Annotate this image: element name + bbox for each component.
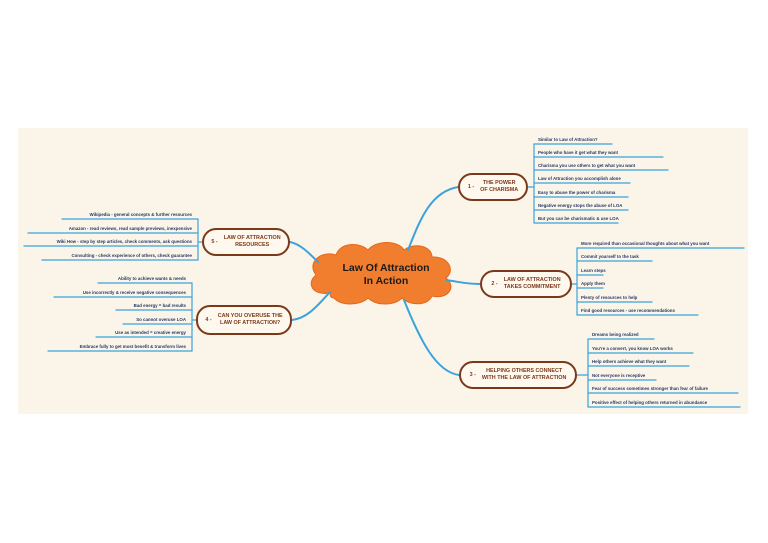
leaf-topic[interactable]: Law of Attraction you accomplish alone <box>538 176 621 181</box>
leaf-topic[interactable]: Help others achieve what they want <box>592 359 667 364</box>
leaf-topic[interactable]: More required than occasional thoughts a… <box>581 241 710 246</box>
branch-loa-resources[interactable]: 5 - LAW OF ATTRACTION RESOURCES <box>202 228 290 256</box>
central-topic-shape[interactable] <box>310 242 452 305</box>
leaf-topic[interactable]: Easy to abuse the power of charisma <box>538 190 616 195</box>
branch-number: 3 - <box>469 371 476 378</box>
connector-group <box>23 143 745 408</box>
central-topic[interactable]: Law Of Attraction In Action <box>318 259 454 291</box>
branch-label-line: THE POWER <box>482 180 516 187</box>
branch-takes-commitment[interactable]: 2 - LAW OF ATTRACTION TAKES COMMITMENT <box>480 270 572 298</box>
branch-label-line: LAW OF ATTRACTION <box>223 235 281 242</box>
branch-power-of-charisma[interactable]: 1 - THE POWER OF CHARISMA <box>458 173 528 201</box>
branch-number: 1 - <box>467 183 475 190</box>
branch-helping-others-connect[interactable]: 3 - HELPING OTHERS CONNECT WITH THE LAW … <box>459 361 577 389</box>
branch-label-line: TAKES COMMITMENT <box>503 284 561 290</box>
leaf-topic[interactable]: Fear of success sometimes stronger than … <box>592 386 708 391</box>
connector-to-branch-3 <box>403 299 460 376</box>
connector-to-branch-4 <box>291 291 331 321</box>
leaf-topic[interactable]: Not everyone is receptive <box>592 373 646 378</box>
leaf-topic[interactable]: Similar to Law of Attraction? <box>538 137 598 142</box>
leaf-topic[interactable]: Dreams being realized <box>592 332 639 337</box>
branch-label-line: LAW OF ATTRACTION? <box>220 320 281 326</box>
leaf-topic[interactable]: You're a convert, you know LOA works <box>592 346 673 351</box>
leaf-topic[interactable]: Find good resources - use recommendation… <box>581 308 675 313</box>
leaf-topic[interactable]: Learn steps <box>581 268 606 273</box>
leaf-topic[interactable]: Commit yourself to the task <box>581 254 639 259</box>
leaf-topic[interactable]: Use as intended = creative energy <box>115 330 186 335</box>
branch-label-line: WITH THE LAW OF ATTRACTION <box>481 375 567 381</box>
branch-number: 4 - <box>205 316 212 323</box>
leaf-topic[interactable]: But you can be charismatic & use LOA <box>538 216 619 221</box>
branch-label-line: HELPING OTHERS CONNECT <box>486 368 563 375</box>
central-topic-line1: Law Of Attraction <box>342 262 430 275</box>
leaf-topic[interactable]: Plenty of resources to help <box>581 295 638 300</box>
leaf-topic[interactable]: Wiki How - step by step articles, check … <box>56 239 192 244</box>
leaf-topic[interactable]: Bad energy = bad results <box>133 303 186 308</box>
leaf-topic[interactable]: Amazon - read reviews, read sample previ… <box>68 226 192 231</box>
leaf-topic[interactable]: Positive effect of helping others return… <box>592 400 708 405</box>
branch-label-line: OF CHARISMA <box>480 187 519 193</box>
branch-overuse-loa[interactable]: 4 - CAN YOU OVERUSE THE LAW OF ATTRACTIO… <box>196 305 292 335</box>
leaf-topic[interactable]: Ability to achieve wants & needs <box>117 276 186 281</box>
leaf-topic[interactable]: Consulting - check experience of others,… <box>71 253 192 258</box>
branch-label-line: RESOURCES <box>235 242 270 248</box>
leaf-topic[interactable]: People who have it get what they want <box>538 150 619 155</box>
branch-number: 2 - <box>491 280 498 287</box>
leaf-topic[interactable]: Apply them <box>581 281 605 286</box>
leaf-topic[interactable]: So cannot overuse LOA <box>136 317 186 322</box>
leaf-topic[interactable]: Embrace fully to get most benefit & tran… <box>79 344 186 349</box>
leaf-topic[interactable]: Charisma you use others to get what you … <box>538 163 636 168</box>
connector-to-branch-1 <box>407 186 459 251</box>
leaf-topic[interactable]: Wikipedia - general concepts & further r… <box>89 212 192 217</box>
leaf-topic[interactable]: Use incorrectly & receive negative conse… <box>82 290 186 295</box>
branch-label-line: LAW OF ATTRACTION <box>503 277 561 284</box>
branch-number: 5 - <box>211 238 218 245</box>
leaf-topic[interactable]: Negative energy stops the abuse of LOA <box>538 203 623 208</box>
branch-label-line: CAN YOU OVERUSE THE <box>217 313 283 320</box>
connector-to-branch-5 <box>289 241 319 263</box>
central-topic-line2: In Action <box>363 275 409 287</box>
connector-to-branch-2 <box>445 279 481 285</box>
